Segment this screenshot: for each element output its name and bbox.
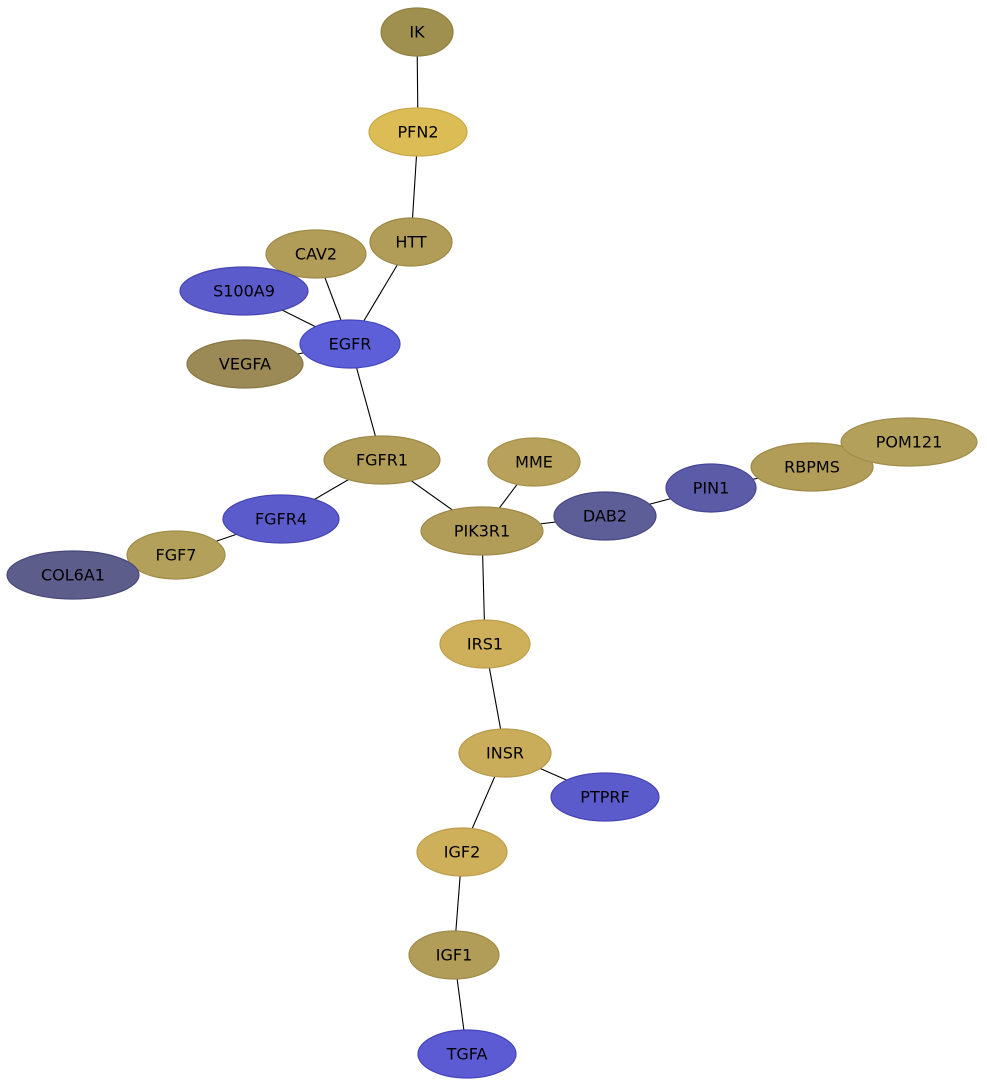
node-fgf7[interactable]: FGF7 — [126, 530, 226, 580]
node-pfn2[interactable]: PFN2 — [368, 107, 468, 157]
node-label: COL6A1 — [41, 566, 105, 585]
node-ellipse — [299, 319, 401, 369]
node-label: MME — [515, 453, 553, 472]
node-ellipse — [553, 491, 657, 541]
node-ellipse — [369, 217, 453, 267]
node-ellipse — [550, 772, 660, 822]
node-label: IRS1 — [467, 635, 503, 654]
node-label: S100A9 — [213, 282, 275, 301]
node-ellipse — [186, 339, 304, 389]
node-ellipse — [179, 266, 309, 316]
node-cav2[interactable]: CAV2 — [265, 229, 367, 279]
node-label: CAV2 — [295, 245, 337, 264]
node-ellipse — [487, 437, 581, 487]
node-irs1[interactable]: IRS1 — [439, 619, 531, 669]
node-pin1[interactable]: PIN1 — [665, 463, 757, 513]
node-label: PFN2 — [398, 123, 439, 142]
node-fgfr4[interactable]: FGFR4 — [222, 494, 340, 544]
node-ellipse — [380, 7, 454, 57]
node-ellipse — [323, 435, 441, 485]
node-ellipse — [420, 506, 544, 556]
node-label: EGFR — [329, 335, 372, 354]
node-htt[interactable]: HTT — [369, 217, 453, 267]
node-egfr[interactable]: EGFR — [299, 319, 401, 369]
node-pik3r1[interactable]: PIK3R1 — [420, 506, 544, 556]
node-igf2[interactable]: IGF2 — [416, 827, 508, 877]
node-label: FGFR1 — [356, 451, 408, 470]
node-label: INSR — [486, 744, 524, 763]
node-ellipse — [126, 530, 226, 580]
node-insr[interactable]: INSR — [458, 728, 552, 778]
node-label: IGF2 — [444, 843, 481, 862]
node-ellipse — [416, 827, 508, 877]
node-label: PTPRF — [580, 788, 629, 807]
node-label: TGFA — [446, 1045, 488, 1064]
node-pom121[interactable]: POM121 — [840, 417, 978, 467]
node-col6a1[interactable]: COL6A1 — [6, 550, 140, 600]
node-ellipse — [439, 619, 531, 669]
node-ptprf[interactable]: PTPRF — [550, 772, 660, 822]
node-label: DAB2 — [583, 507, 627, 526]
node-ellipse — [840, 417, 978, 467]
node-ellipse — [222, 494, 340, 544]
node-tgfa[interactable]: TGFA — [417, 1029, 517, 1079]
node-label: HTT — [395, 233, 427, 252]
node-vegfa[interactable]: VEGFA — [186, 339, 304, 389]
node-dab2[interactable]: DAB2 — [553, 491, 657, 541]
node-label: FGFR4 — [255, 510, 307, 529]
node-label: IGF1 — [436, 946, 473, 965]
node-igf1[interactable]: IGF1 — [408, 930, 500, 980]
node-ellipse — [750, 442, 874, 492]
node-ellipse — [6, 550, 140, 600]
node-ellipse — [417, 1029, 517, 1079]
node-ellipse — [265, 229, 367, 279]
node-label: FGF7 — [156, 546, 197, 565]
node-fgfr1[interactable]: FGFR1 — [323, 435, 441, 485]
node-ellipse — [408, 930, 500, 980]
node-label: PIK3R1 — [454, 522, 510, 541]
node-s100a9[interactable]: S100A9 — [179, 266, 309, 316]
node-label: IK — [409, 23, 425, 42]
node-label: PIN1 — [693, 479, 730, 498]
node-rbpms[interactable]: RBPMS — [750, 442, 874, 492]
node-label: POM121 — [876, 433, 943, 452]
node-ellipse — [458, 728, 552, 778]
node-ellipse — [665, 463, 757, 513]
node-mme[interactable]: MME — [487, 437, 581, 487]
node-ik[interactable]: IK — [380, 7, 454, 57]
node-label: RBPMS — [784, 458, 840, 477]
node-label: VEGFA — [219, 355, 271, 374]
node-ellipse — [368, 107, 468, 157]
